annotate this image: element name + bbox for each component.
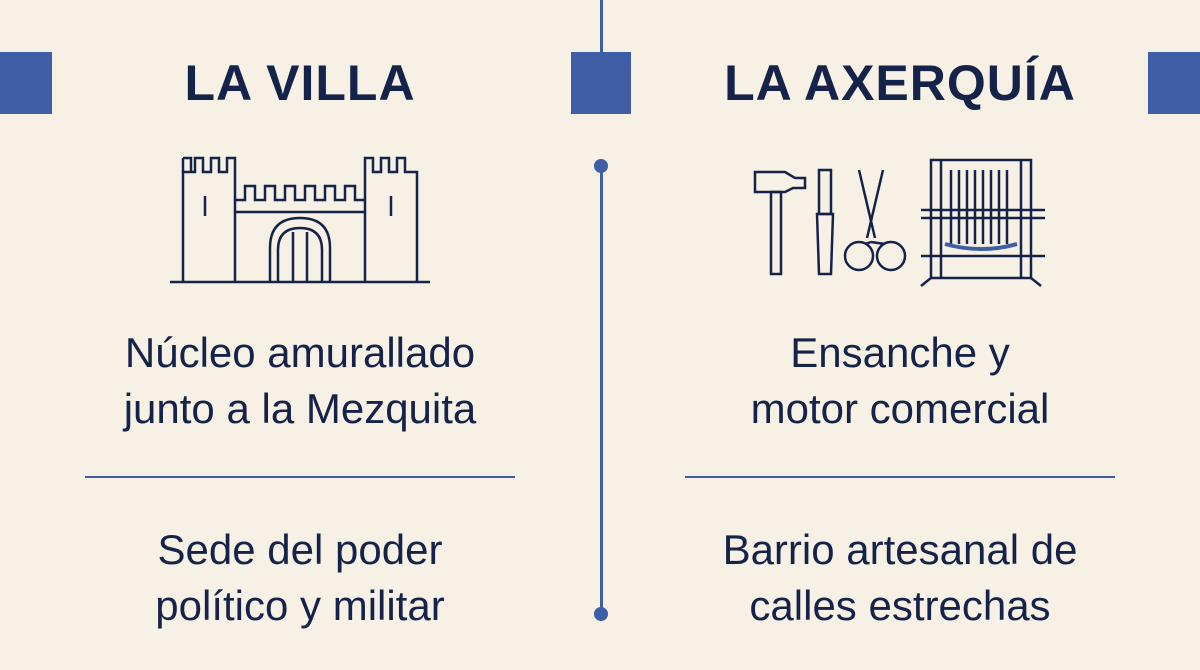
- craft-tools-icon: [753, 158, 1045, 287]
- loom-icon: [920, 158, 1045, 287]
- villa-title: LA VILLA: [184, 55, 416, 111]
- axerquia-desc-line: Barrio artesanal de: [722, 526, 1078, 573]
- chisel-icon: [815, 168, 835, 276]
- divider-top-dot: [594, 159, 608, 173]
- villa-desc-line: Núcleo amurallado: [124, 329, 476, 376]
- right-accent-square: [1148, 52, 1200, 114]
- villa-description-2: Sede del poder político y militar: [40, 522, 560, 634]
- villa-desc-line: junto a la Mezquita: [123, 385, 477, 432]
- hammer-icon: [753, 170, 807, 276]
- scissors-icon: [843, 169, 907, 272]
- castle-icon: [170, 156, 430, 284]
- axerquia-description-2: Barrio artesanal de calles estrechas: [640, 522, 1160, 634]
- villa-column: LA VILLA Núcleo amurallado junto a la Me…: [40, 0, 560, 670]
- left-accent-square: [0, 52, 52, 114]
- divider-bottom-dot: [594, 607, 608, 621]
- center-divider-line: [600, 165, 603, 615]
- villa-desc-line: Sede del poder: [157, 526, 443, 573]
- axerquia-title: LA AXERQUÍA: [724, 55, 1076, 111]
- castle-icon-wrapper: [40, 150, 560, 290]
- villa-desc-line: político y militar: [155, 582, 445, 629]
- craft-tools-icon-wrapper: [640, 150, 1160, 290]
- axerquia-separator: [685, 476, 1115, 478]
- center-accent-square: [571, 52, 631, 114]
- axerquia-description-1: Ensanche y motor comercial: [640, 325, 1160, 437]
- villa-separator: [85, 476, 515, 478]
- divider-top-segment: [600, 0, 603, 52]
- axerquia-desc-line: Ensanche y: [790, 329, 1010, 376]
- axerquia-desc-line: calles estrechas: [749, 582, 1051, 629]
- villa-description-1: Núcleo amurallado junto a la Mezquita: [40, 325, 560, 437]
- axerquia-column: LA AXERQUÍA: [640, 0, 1160, 670]
- axerquia-desc-line: motor comercial: [750, 385, 1050, 432]
